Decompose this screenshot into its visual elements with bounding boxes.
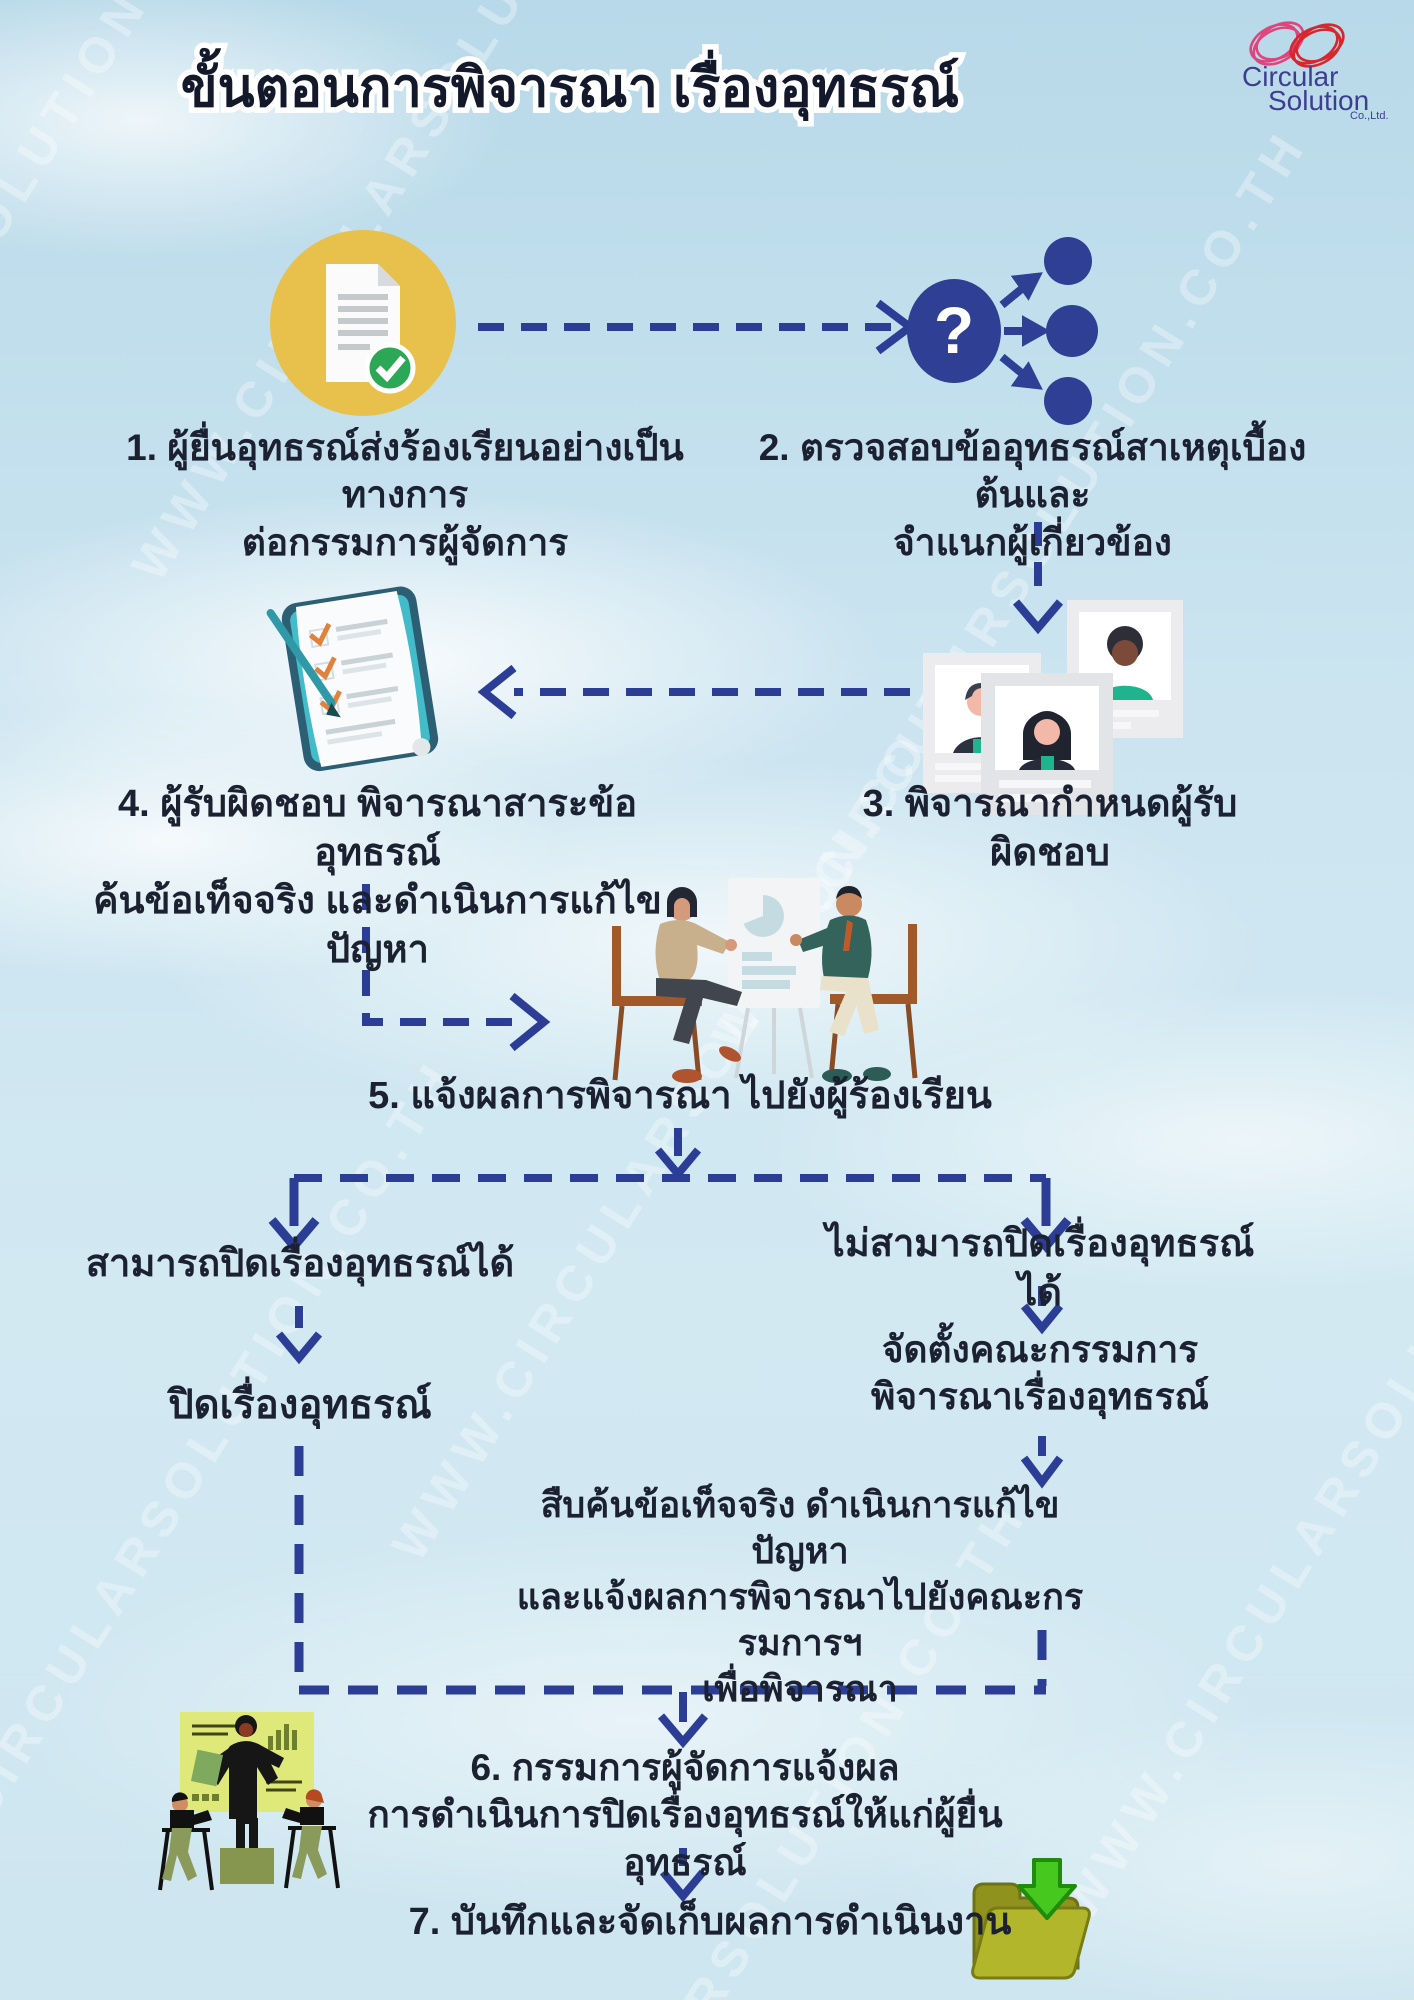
caption-line: พิจารณาเรื่องอุทธรณ์: [870, 1376, 1210, 1418]
bar-chart-glyph: [192, 1724, 297, 1801]
branch-left-result: ปิดเรื่องอุทธรณ์: [135, 1380, 465, 1431]
branch-right-investigate: สืบค้นข้อเท็จจริง ดำเนินการแก้ไขปัญหา แล…: [510, 1482, 1090, 1712]
profile-card-right: [1067, 600, 1183, 738]
arrowhead-step4-to-step5: [509, 992, 551, 1052]
seated-listener-left: [158, 1792, 214, 1891]
step7-folder-download-icon: [971, 1858, 1091, 1980]
step2-caption: 2. ตรวจสอบข้ออุทธรณ์สาเหตุเบื้องต้นและ จ…: [735, 424, 1330, 566]
page-title: ขั้นตอนการพิจารณา เรื่องอุทธรณ์: [175, 53, 965, 124]
arrowhead-step7: [659, 1869, 707, 1903]
download-arrow-icon: [1017, 1858, 1077, 1920]
arrow-step4-to-step5: [362, 884, 522, 1026]
woman-figure: [655, 887, 742, 1083]
caption-line: 3. พิจารณากำหนดผู้รับผิดชอบ: [862, 783, 1238, 874]
caption-line: สืบค้นข้อเท็จจริง ดำเนินการแก้ไขปัญหา: [540, 1484, 1060, 1572]
caption-line: สามารถปิดเรื่องอุทธรณ์ได้: [85, 1243, 515, 1285]
caption-line: ไม่สามารถปิดเรื่องอุทธรณ์ได้: [825, 1223, 1255, 1314]
caption-line: 5. แจ้งผลการพิจารณา ไปยังผู้ร้องเรียน: [368, 1075, 992, 1117]
branch-right-committee: จัดตั้งคณะกรรมการ พิจารณาเรื่องอุทธรณ์: [855, 1326, 1225, 1421]
check-badge-icon: [364, 342, 416, 394]
step6-caption: 6. กรรมการผู้จัดการแจ้งผล การดำเนินการปิ…: [320, 1744, 1050, 1886]
presenter-figure: [190, 1715, 284, 1884]
step3-caption: 3. พิจารณากำหนดผู้รับผิดชอบ: [845, 780, 1255, 877]
man-figure: [790, 886, 891, 1083]
caption-line: 2. ตรวจสอบข้ออุทธรณ์สาเหตุเบื้องต้นและ: [758, 427, 1307, 516]
pen-icon: [266, 609, 336, 707]
question-mark-glyph: ?: [934, 293, 974, 367]
caption-line: ต่อกรรมการผู้จัดการ: [241, 521, 569, 563]
caption-line: ค้นข้อเท็จจริง และดำเนินการแก้ไขปัญหา: [93, 880, 662, 971]
caption-line: การดำเนินการปิดเรื่องอุทธรณ์ให้แก่ผู้ยื่…: [367, 1794, 1003, 1883]
arrowhead-step6: [657, 1713, 709, 1749]
arrowhead-right-committee: [1020, 1303, 1064, 1335]
step2-question-distribution-icon: ?: [907, 237, 1098, 425]
caption-line: 4. ผู้รับผิดชอบ พิจารณาสาระข้ออุทธรณ์: [117, 783, 638, 874]
branch-right-label: ไม่สามารถปิดเรื่องอุทธรณ์ได้: [825, 1220, 1255, 1317]
step5-discussion-illustration: [612, 878, 918, 1083]
step4-checklist-icon: [266, 586, 439, 772]
caption-line: และแจ้งผลการพิจารณาไปยังคณะกรรมการฯ: [516, 1576, 1084, 1664]
infinity-loops-icon: [1249, 21, 1345, 68]
caption-line: เพื่อพิจารณา: [702, 1668, 898, 1710]
arrowhead-branch-right: [1020, 1217, 1072, 1253]
logo-word-1: Circular: [1242, 61, 1338, 92]
step1-document-check-icon: [270, 230, 456, 416]
caption-line: ปิดเรื่องอุทธรณ์: [168, 1383, 432, 1427]
caption-line: 1. ผู้ยื่นอุทธรณ์ส่งร้องเรียนอย่างเป็นทา…: [126, 427, 684, 516]
arrowhead-investigate: [1020, 1455, 1064, 1489]
arrowhead-step3-to-step4: [477, 664, 517, 720]
arrowhead-step2-to-step3: [1012, 599, 1064, 635]
arrowhead-branch-left: [268, 1217, 320, 1253]
profile-card-middle: [981, 673, 1113, 815]
seated-listener-right: [282, 1789, 340, 1889]
step1-caption: 1. ผู้ยื่นอุทธรณ์ส่งร้องเรียนอย่างเป็นทา…: [100, 424, 710, 566]
caption-line: จำแนกผู้เกี่ยวข้อง: [893, 521, 1172, 563]
logo-word-2: Solution: [1268, 85, 1369, 116]
step6-presentation-illustration: [158, 1712, 340, 1891]
step4-caption: 4. ผู้รับผิดชอบ พิจารณาสาระข้ออุทธรณ์ ค้…: [90, 780, 665, 975]
step7-caption: 7. บันทึกและจัดเก็บผลการดำเนินงาน: [355, 1898, 1065, 1947]
caption-line: 6. กรรมการผู้จัดการแจ้งผล: [470, 1747, 900, 1788]
arrowhead-left-result: [275, 1331, 323, 1365]
logo-suffix: Co.,Ltd.: [1350, 110, 1389, 122]
circular-solution-logo: Circular Solution Co.,Ltd.: [1242, 21, 1389, 122]
branch-left-label: สามารถปิดเรื่องอุทธรณ์ได้: [85, 1240, 515, 1289]
caption-line: จัดตั้งคณะกรรมการ: [881, 1329, 1199, 1370]
step3-person-cards-icon: [923, 600, 1183, 815]
step5-caption: 5. แจ้งผลการพิจารณา ไปยังผู้ร้องเรียน: [325, 1072, 1035, 1121]
caption-line: 7. บันทึกและจัดเก็บผลการดำเนินงาน: [408, 1901, 1012, 1943]
